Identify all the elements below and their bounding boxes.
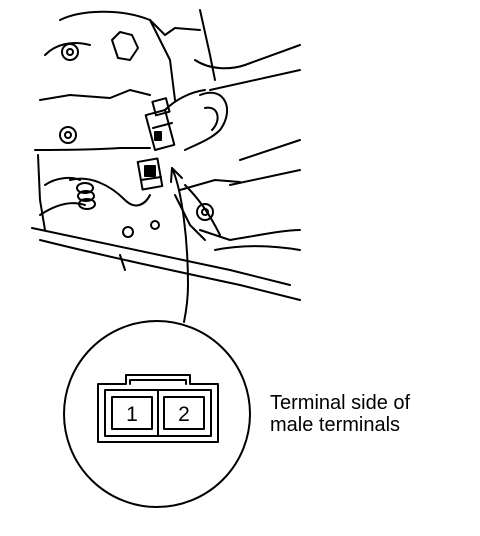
connector-face	[97, 374, 219, 443]
bolt-icon	[150, 220, 160, 230]
upper-connector-icon	[144, 97, 176, 151]
sensor-body-icon	[111, 31, 139, 61]
terminal-2-label: 2	[178, 403, 190, 426]
engine-block-outline	[31, 9, 301, 301]
lower-connector-icon	[136, 157, 164, 191]
caption-line-1: Terminal side of	[270, 392, 411, 414]
bolt-icon	[61, 43, 79, 61]
wire-harness	[69, 177, 151, 207]
grommet-icon	[76, 182, 96, 210]
wire-harness	[164, 89, 206, 111]
bolt-icon	[122, 226, 134, 238]
bracket-outline	[184, 91, 229, 151]
wire-harness	[39, 202, 86, 216]
callout-caption: Terminal side of male terminals	[270, 392, 475, 436]
detail-callout-circle	[63, 320, 251, 508]
caption-line-2: male terminals	[270, 414, 401, 436]
terminal-1-label: 1	[126, 403, 138, 426]
bracket-inner-outline	[204, 106, 219, 131]
leader-line	[171, 167, 189, 323]
wire-harness	[44, 176, 81, 186]
leader-arrowhead-icon	[170, 167, 183, 183]
bolt-icon	[196, 203, 214, 221]
bolt-icon	[59, 126, 77, 144]
